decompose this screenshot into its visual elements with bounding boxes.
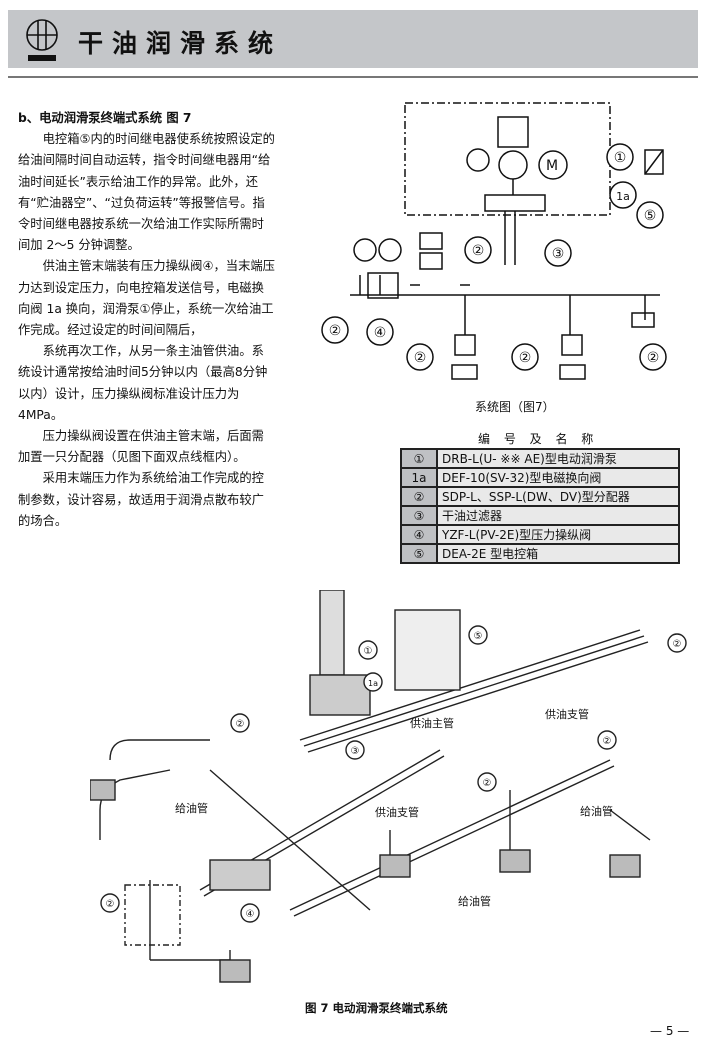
pressure-gauge <box>466 148 490 172</box>
company-logo <box>22 17 62 65</box>
callout-control-box: ⑤ <box>644 208 657 224</box>
paragraph: 压力操纵阀设置在供油主管末端，后面需加置一只分配器（见图下面双点线框内）。 <box>18 429 264 465</box>
row-name: YZF-L(PV-2E)型压力操纵阀 <box>436 524 680 545</box>
pressure-valve <box>367 272 399 299</box>
label-feed-pipe: 给油管 <box>458 894 491 908</box>
solenoid-valve <box>484 194 546 212</box>
row-name: DEA-2E 型电控箱 <box>436 543 680 564</box>
callout-distributor: ② <box>673 639 682 650</box>
callout-distributor: ② <box>472 243 485 259</box>
label-branch-pipe: 供油支管 <box>545 707 589 721</box>
row-number: 1a <box>400 467 438 488</box>
paragraph: 供油主管末端装有压力操纵阀④，当末端压力达到设定压力，向电控箱发送信号，电磁换向… <box>18 259 275 338</box>
callout-distributor: ② <box>603 736 612 747</box>
row-name: DRB-L(U- ※※ AE)型电动润滑泵 <box>436 448 680 469</box>
pump-reservoir <box>319 590 345 676</box>
callout-distributor: ② <box>236 719 245 730</box>
body-text: b、电动润滑泵终端式系统 图 7 电控箱⑤内的时间继电器使系统按照设定的给油间隔… <box>18 108 276 532</box>
row-name: SDP-L、SSP-L(DW、DV)型分配器 <box>436 486 680 507</box>
figure-caption: 图 7 电动润滑泵终端式系统 <box>305 1001 448 1015</box>
row-number: ① <box>400 448 438 469</box>
row-number: ④ <box>400 524 438 545</box>
callout-distributor: ② <box>106 899 115 910</box>
motor-label: M <box>546 158 558 174</box>
row-name: DEF-10(SV-32)型电磁换向阀 <box>436 467 680 488</box>
system-illustration: ① 1a ⑤ ② ② ② ② ② ③ ④ 供油主管 供油支管 供油支管 给油管 … <box>90 590 687 983</box>
label-main-pipe: 供油主管 <box>410 716 454 730</box>
label-branch-pipe: 供油支管 <box>375 805 419 819</box>
callout-distributor: ② <box>329 323 342 339</box>
section-heading: b、电动润滑泵终端式系统 图 7 <box>18 111 192 125</box>
label-feed-pipe: 给油管 <box>175 801 208 815</box>
row-name: 干油过滤器 <box>436 505 680 526</box>
main-supply-pipe <box>299 629 649 753</box>
paragraph: 系统再次工作，从另一条主油管供油。系统设计通常按给油时间5分钟以内（最高8分钟以… <box>18 344 268 422</box>
schematic-caption: 系统图（图7） <box>475 400 555 414</box>
pressure-valve <box>209 859 271 891</box>
callout-control-box: ⑤ <box>474 631 483 642</box>
row-number: ③ <box>400 505 438 526</box>
page-title: 干油润滑系统 <box>78 29 283 58</box>
callout-distributor: ② <box>519 350 532 366</box>
reservoir <box>497 116 529 148</box>
callout-filter: ③ <box>552 246 565 262</box>
paragraph: 电控箱⑤内的时间继电器使系统按照设定的给油间隔时间自动运转，指令时间继电器用“给… <box>18 132 275 253</box>
callout-distributor: ② <box>483 778 492 789</box>
pump-unit-boundary <box>404 102 611 216</box>
callout-valve: 1a <box>368 679 378 688</box>
callout-distributor: ② <box>647 350 660 366</box>
callout-pressure-valve: ④ <box>246 909 255 920</box>
callout-pressure-valve: ④ <box>374 325 387 341</box>
system-schematic: M ① 1a ⑤ ② ③ ④ ② ② ② ② <box>321 102 667 380</box>
motor-symbol <box>538 150 568 180</box>
callout-distributor: ② <box>414 350 427 366</box>
control-box <box>394 609 461 691</box>
callout-pump: ① <box>364 646 373 657</box>
row-number: ② <box>400 486 438 507</box>
pump-symbol <box>498 150 528 180</box>
distributor-boundary <box>124 884 181 946</box>
callout-pump: ① <box>614 150 627 166</box>
row-number: ⑤ <box>400 543 438 564</box>
page-number: — 5 — <box>650 1024 690 1038</box>
paragraph: 采用末端压力作为系统给油工作完成的控制参数，设计容易，故适用于润滑点散布较广的场… <box>18 471 264 528</box>
page-header: 干油润滑系统 <box>8 10 698 70</box>
legend-title: 编 号 及 名 称 <box>478 432 599 446</box>
callout-filter: ③ <box>351 746 360 757</box>
label-feed-pipe: 给油管 <box>580 804 613 818</box>
callout-valve: 1a <box>616 190 630 203</box>
header-divider <box>8 76 698 78</box>
